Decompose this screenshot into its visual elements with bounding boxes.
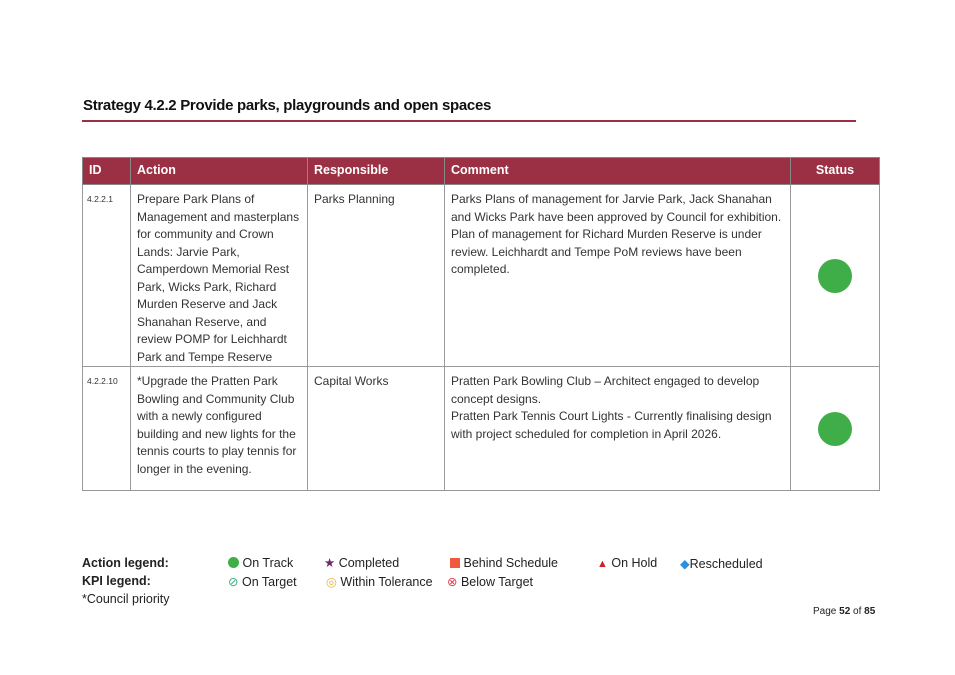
action-legend-label: Action legend: <box>82 556 169 570</box>
legend-completed: ★ Completed <box>324 555 399 570</box>
target-circle-icon: ◎ <box>326 575 337 589</box>
header-comment: Comment <box>444 157 791 185</box>
check-circle-icon: ⊘ <box>228 575 239 589</box>
legend-on-track: On Track <box>228 556 293 570</box>
header-status: Status <box>790 157 880 185</box>
legend-rescheduled: ◆Rescheduled <box>680 556 763 571</box>
page-prefix: Page <box>813 606 840 617</box>
on-track-status-icon <box>818 258 852 293</box>
legend-text: Within Tolerance <box>340 575 433 589</box>
row-action: *Upgrade the Pratten Park Bowling and Co… <box>130 366 308 491</box>
comment-line: Pratten Park Bowling Club – Architect en… <box>451 374 760 406</box>
header-action: Action <box>130 157 308 185</box>
x-circle-icon: ⊗ <box>447 575 458 589</box>
legend-behind-schedule: Behind Schedule <box>450 556 558 570</box>
legend-on-hold: ▲ On Hold <box>597 556 657 570</box>
row-responsible: Parks Planning <box>307 184 445 367</box>
total-pages: 85 <box>864 606 876 617</box>
row-id: 4.2.2.1 <box>82 184 131 367</box>
table-header: ID Action Responsible Comment Status <box>82 157 880 185</box>
page-sep: of <box>850 606 865 617</box>
legend-text: Behind Schedule <box>463 556 559 570</box>
header-id: ID <box>82 157 131 185</box>
legend-text: On Hold <box>611 556 658 570</box>
row-status <box>790 366 880 491</box>
row-id: 4.2.2.10 <box>82 366 131 491</box>
title-divider <box>82 120 856 122</box>
star-icon: ★ <box>324 556 336 570</box>
table-row: 4.2.2.10 *Upgrade the Pratten Park Bowli… <box>82 366 880 491</box>
row-action: Prepare Park Plans of Management and mas… <box>130 184 308 367</box>
table-row: 4.2.2.1 Prepare Park Plans of Management… <box>82 184 880 367</box>
council-priority-note: *Council priority <box>82 592 170 606</box>
on-track-status-icon <box>818 411 852 446</box>
page-title: Strategy 4.2.2 Provide parks, playground… <box>83 97 492 114</box>
current-page: 52 <box>839 606 851 617</box>
row-status <box>790 184 880 367</box>
comment-line: Pratten Park Tennis Court Lights - Curre… <box>451 409 772 441</box>
actions-table: ID Action Responsible Comment Status 4.2… <box>82 157 880 491</box>
row-comment: Pratten Park Bowling Club – Architect en… <box>444 366 791 491</box>
legend-text: Completed <box>338 556 400 570</box>
header-responsible: Responsible <box>307 157 445 185</box>
green-circle-icon <box>228 557 239 568</box>
square-icon <box>450 558 460 568</box>
legend-text: Below Target <box>460 575 534 589</box>
row-comment: Parks Plans of management for Jarvie Par… <box>444 184 791 367</box>
legend-on-target: ⊘ On Target <box>228 574 297 589</box>
triangle-icon: ▲ <box>597 558 608 570</box>
legend-text: On Track <box>242 556 294 570</box>
legend-within-tolerance: ◎ Within Tolerance <box>326 574 433 589</box>
row-responsible: Capital Works <box>307 366 445 491</box>
page-number: Page 52 of 85 <box>813 606 875 617</box>
legend-text: Rescheduled <box>689 557 763 571</box>
kpi-legend-label: KPI legend: <box>82 574 151 588</box>
legend-text: On Target <box>241 575 297 589</box>
diamond-icon: ◆ <box>680 557 690 571</box>
legend-below-target: ⊗ Below Target <box>447 574 533 589</box>
